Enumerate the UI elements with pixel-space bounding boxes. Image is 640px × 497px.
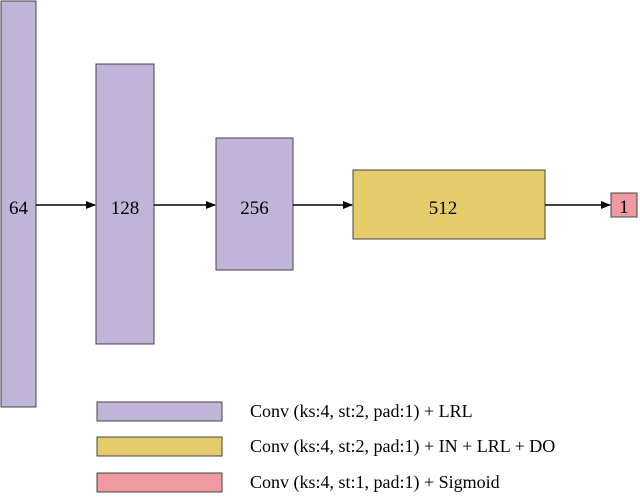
block-64 (0, 0, 37, 408)
legend-text-conv-in-lrl-do: Conv (ks:4, st:2, pad:1) + IN + LRL + DO (250, 436, 555, 457)
block-128 (95, 63, 155, 345)
legend-text-conv-lrl: Conv (ks:4, st:2, pad:1) + LRL (250, 401, 473, 422)
block-64-label: 64 (9, 198, 29, 219)
legend-swatch-conv-in-lrl-do (96, 436, 223, 457)
block-512-label: 512 (429, 198, 458, 219)
block-256-label: 256 (240, 198, 269, 219)
block-256 (215, 137, 294, 271)
block-1-label: 1 (619, 197, 629, 218)
legend-swatch-conv-sigmoid (96, 472, 223, 493)
block-512 (352, 169, 546, 240)
block-128-label: 128 (111, 198, 140, 219)
legend-text-conv-sigmoid: Conv (ks:4, st:1, pad:1) + Sigmoid (250, 472, 500, 493)
legend: Conv (ks:4, st:2, pad:1) + LRL Conv (ks:… (96, 401, 555, 493)
legend-swatch-conv-lrl (96, 401, 223, 422)
block-1 (610, 192, 638, 218)
